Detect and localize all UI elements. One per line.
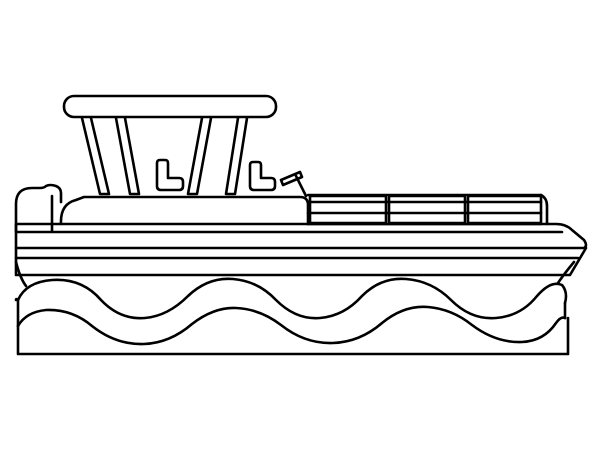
deck-rim <box>14 222 588 250</box>
captain-seat <box>155 158 185 192</box>
lounge-seat <box>248 160 277 192</box>
bimini-top <box>62 94 278 119</box>
pontoon-hull <box>14 246 588 288</box>
waves <box>14 277 570 356</box>
canopy-poles <box>80 116 249 196</box>
deck-railing <box>306 193 549 226</box>
steering-wheel-icon <box>279 170 308 198</box>
